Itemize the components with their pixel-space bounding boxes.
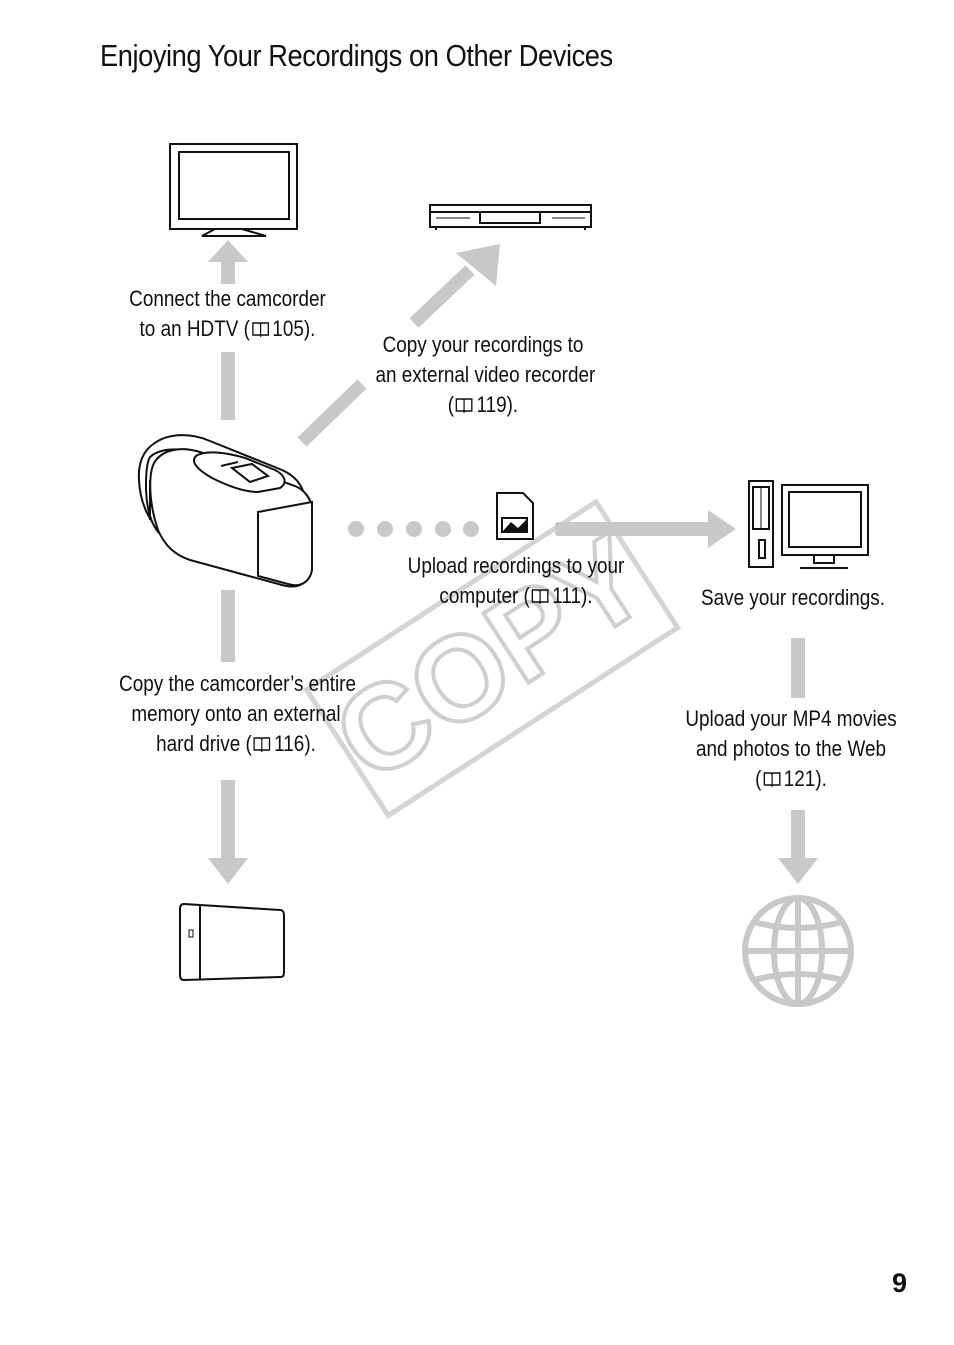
- dot-1: [348, 521, 364, 537]
- caption-recorder: Copy your recordings to an external vide…: [375, 330, 596, 420]
- dot-3: [406, 521, 422, 537]
- dot-2: [377, 521, 393, 537]
- arrow-shaft-camcorder-tv: [221, 352, 235, 420]
- caption-computer-line2: computer (111).: [439, 583, 593, 608]
- arrow-head-recorder: [456, 244, 500, 286]
- caption-web-line3: (121).: [755, 766, 827, 791]
- caption-hdtv: Connect the camcorder to an HDTV (105).: [126, 284, 328, 344]
- book-reference-icon: [531, 589, 549, 604]
- arrow-shaft-web-top: [791, 638, 805, 698]
- caption-hdtv-line2: to an HDTV (105).: [139, 316, 316, 341]
- video-recorder-icon: [429, 204, 592, 230]
- arrow-head-tv: [208, 240, 248, 262]
- book-reference-icon: [251, 322, 269, 337]
- copy-watermark: COPY: [303, 498, 682, 819]
- hdtv-icon: [169, 143, 298, 237]
- book-reference-icon: [253, 737, 271, 752]
- page-title: Enjoying Your Recordings on Other Device…: [100, 38, 613, 73]
- page-number: 9: [892, 1268, 908, 1298]
- caption-computer-line1: Upload recordings to your: [407, 553, 625, 578]
- caption-harddrive: Copy the camcorder’s entire memory onto …: [119, 669, 357, 759]
- hard-drive-icon: [179, 902, 285, 982]
- caption-computer: Upload recordings to your computer (111)…: [408, 551, 625, 611]
- arrow-head-web: [778, 858, 818, 884]
- flow-arrows: [208, 240, 818, 884]
- book-reference-icon: [455, 398, 473, 413]
- caption-recorder-line3: (119).: [447, 392, 519, 417]
- caption-web: Upload your MP4 movies and photos to the…: [684, 704, 899, 794]
- caption-harddrive-line3: hard drive (116).: [156, 731, 316, 756]
- arrow-head-harddrive: [208, 858, 248, 884]
- memory-card-icon: [496, 492, 534, 540]
- caption-harddrive-line2: memory onto an external: [131, 701, 341, 726]
- globe-icon: [742, 895, 854, 1007]
- arrow-head-computer: [708, 510, 736, 548]
- arrow-shaft-computer: [555, 522, 715, 536]
- dot-4: [435, 521, 451, 537]
- caption-save: Save your recordings.: [696, 583, 890, 613]
- arrow-shaft-harddrive-top: [221, 590, 235, 662]
- camcorder-icon: [137, 434, 314, 588]
- caption-harddrive-line1: Copy the camcorder’s entire: [119, 671, 357, 696]
- caption-web-line2: and photos to the Web: [695, 736, 887, 761]
- caption-web-line1: Upload your MP4 movies: [685, 706, 897, 731]
- caption-save-line1: Save your recordings.: [700, 585, 886, 610]
- book-reference-icon: [763, 772, 781, 787]
- computer-icon: [748, 480, 869, 569]
- caption-hdtv-line1: Connect the camcorder: [129, 286, 326, 311]
- dot-5: [463, 521, 479, 537]
- caption-recorder-line1: Copy your recordings to: [382, 332, 584, 357]
- caption-recorder-line2: an external video recorder: [375, 362, 596, 387]
